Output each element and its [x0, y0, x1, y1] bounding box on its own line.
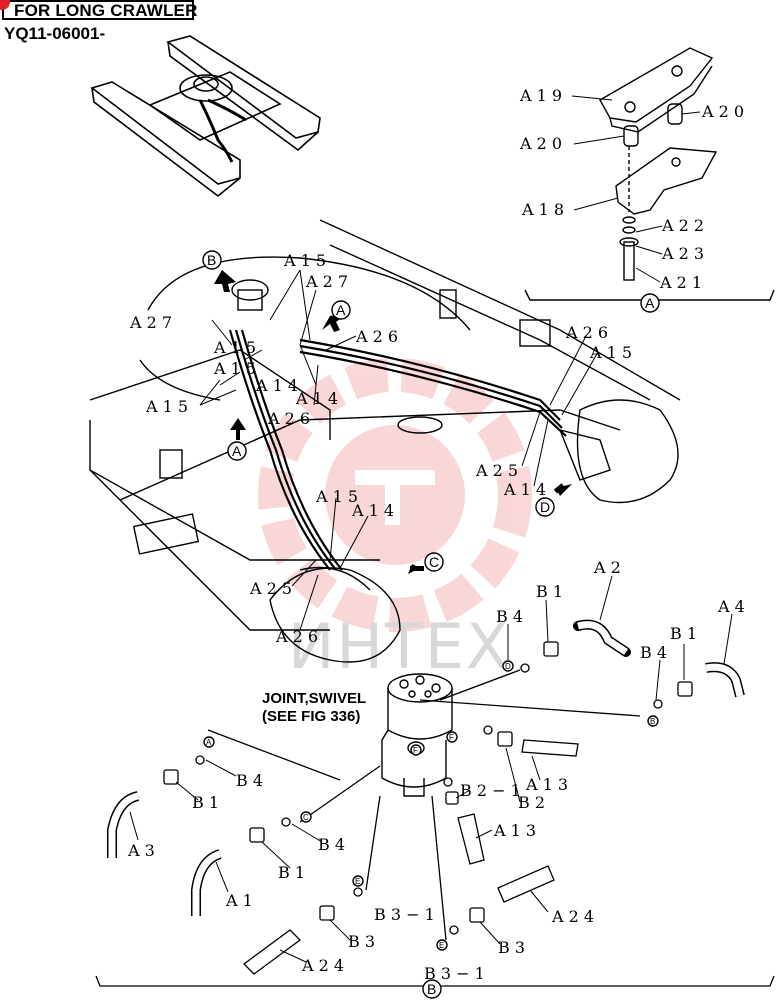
svg-text:A 2 5: A 2 5 [249, 579, 292, 598]
svg-text:B 1: B 1 [192, 793, 219, 812]
svg-text:B: B [207, 252, 216, 268]
small-marker-e2 [436, 939, 448, 951]
svg-text:A 4: A 4 [717, 597, 745, 616]
svg-text:B 4: B 4 [640, 643, 667, 662]
svg-text:F: F [449, 733, 454, 742]
svg-text:B 4: B 4 [236, 771, 263, 790]
svg-text:A 2 6: A 2 6 [355, 327, 398, 346]
svg-text:A 1 4: A 1 4 [351, 501, 394, 520]
svg-text:A: A [645, 295, 655, 311]
svg-text:A: A [336, 302, 346, 318]
svg-text:A 2 1: A 2 1 [659, 273, 702, 292]
header-frame [2, 0, 194, 20]
svg-text:B 3 − 1: B 3 − 1 [374, 905, 435, 924]
svg-text:B 3: B 3 [498, 938, 525, 957]
small-marker-f2 [410, 744, 422, 756]
hose-fittings [95, 619, 775, 987]
swivel-joint [381, 673, 453, 797]
svg-text:E: E [355, 877, 360, 886]
svg-text:A 1 5: A 1 5 [213, 359, 256, 378]
detail-marker-letters: A B A A C D B D B A C F F E E [206, 252, 655, 997]
svg-text:A 2 5: A 2 5 [475, 461, 518, 480]
frame-assembly [89, 219, 681, 663]
hose-bundle [228, 329, 567, 571]
watermark-text: ИНТЕХ [288, 610, 511, 683]
svg-text:F: F [413, 746, 418, 755]
svg-text:A 2 6: A 2 6 [565, 323, 608, 342]
svg-text:B 1: B 1 [536, 582, 563, 601]
svg-text:A 1 3: A 1 3 [525, 775, 568, 794]
svg-text:B: B [427, 981, 436, 997]
small-marker-b [647, 715, 659, 727]
marker-d [535, 497, 555, 517]
marker-c [424, 552, 444, 572]
svg-text:C: C [303, 813, 309, 822]
svg-text:B 3: B 3 [348, 932, 375, 951]
svg-text:B 2: B 2 [518, 793, 545, 812]
crawler-thumbnail [90, 35, 321, 198]
svg-text:A 1 5: A 1 5 [315, 487, 358, 506]
marker-b-top [202, 250, 222, 270]
serial-range: YQ11-06001- [4, 24, 106, 43]
svg-text:B 3 − 1: B 3 − 1 [424, 964, 485, 983]
joint-note-line1: JOINT,SWIVEL [262, 690, 366, 707]
svg-text:C: C [429, 554, 439, 570]
svg-text:A 1 8: A 1 8 [521, 200, 564, 219]
svg-text:B 1: B 1 [278, 863, 305, 882]
small-marker-e1 [352, 875, 364, 887]
detail-a-inset [524, 47, 775, 301]
svg-text:A 2 7: A 2 7 [305, 272, 348, 291]
detail-markers [202, 250, 660, 999]
marker-a-detail [640, 293, 660, 313]
svg-text:A 1 5: A 1 5 [589, 343, 632, 362]
svg-text:B 4: B 4 [318, 835, 345, 854]
svg-text:D: D [540, 499, 550, 515]
svg-text:B 4: B 4 [496, 607, 523, 626]
small-marker-d [502, 660, 514, 672]
svg-text:A 1 4: A 1 4 [255, 376, 298, 395]
callout-labels: A 1 9 A 2 0 A 2 0 A 1 8 A 2 2 A 2 3 A 2 … [127, 86, 745, 983]
svg-text:A 1 4: A 1 4 [503, 480, 546, 499]
svg-text:A: A [232, 443, 242, 459]
svg-text:A 2 3: A 2 3 [661, 244, 704, 263]
marker-b-bottom [422, 979, 442, 999]
svg-text:A 3: A 3 [127, 841, 155, 860]
svg-text:A 2: A 2 [593, 558, 621, 577]
svg-text:A 1 4: A 1 4 [295, 389, 338, 408]
svg-text:A 1 3: A 1 3 [493, 821, 536, 840]
svg-text:A 1 5: A 1 5 [213, 338, 256, 357]
svg-text:A 1 5: A 1 5 [145, 397, 188, 416]
svg-text:A 2 2: A 2 2 [661, 216, 704, 235]
svg-text:B: B [650, 717, 655, 726]
svg-text:B 2 − 1: B 2 − 1 [460, 781, 521, 800]
small-marker-c [300, 811, 312, 823]
marker-a-lower [227, 441, 247, 461]
svg-text:A 2 0: A 2 0 [701, 102, 744, 121]
svg-text:A 1 9: A 1 9 [519, 86, 562, 105]
svg-text:A 2 6: A 2 6 [275, 627, 318, 646]
joint-note-line2: (SEE FIG 336) [262, 708, 360, 725]
svg-text:A 2 7: A 2 7 [129, 313, 172, 332]
svg-text:E: E [439, 941, 444, 950]
header-title: FOR LONG CRAWLER [14, 1, 198, 20]
marker-a-upper [331, 300, 351, 320]
svg-text:D: D [505, 662, 511, 671]
svg-text:A 1: A 1 [225, 891, 253, 910]
small-marker-a [203, 736, 215, 748]
svg-text:A 2 4: A 2 4 [301, 956, 344, 975]
svg-text:B 1: B 1 [670, 624, 697, 643]
svg-text:A 2 0: A 2 0 [519, 134, 562, 153]
svg-text:A 2 6: A 2 6 [267, 409, 310, 428]
leader-lines [129, 95, 733, 963]
svg-text:A 1 5: A 1 5 [283, 251, 326, 270]
corner-marker [0, 0, 10, 10]
watermark-logo [258, 358, 532, 632]
svg-text:A: A [206, 738, 212, 747]
svg-text:A 2 4: A 2 4 [551, 907, 594, 926]
small-marker-f1 [446, 731, 458, 743]
